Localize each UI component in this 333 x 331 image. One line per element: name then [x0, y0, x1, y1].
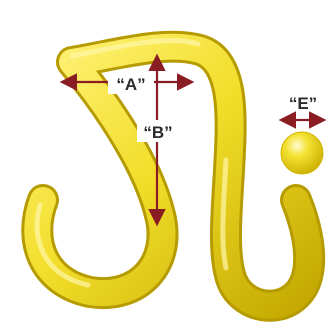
s-hook-body: [24, 33, 323, 319]
dimension-e-label: “E”: [289, 94, 317, 113]
dimension-a-label: “A”: [116, 75, 145, 94]
s-hook-highlight: [34, 38, 229, 288]
label-b-backdrop: [137, 120, 179, 142]
s-hook: [21, 30, 326, 322]
cross-section-ball: [280, 131, 324, 175]
dimension-b-label: “B”: [143, 123, 172, 142]
label-a-backdrop: [108, 72, 154, 94]
